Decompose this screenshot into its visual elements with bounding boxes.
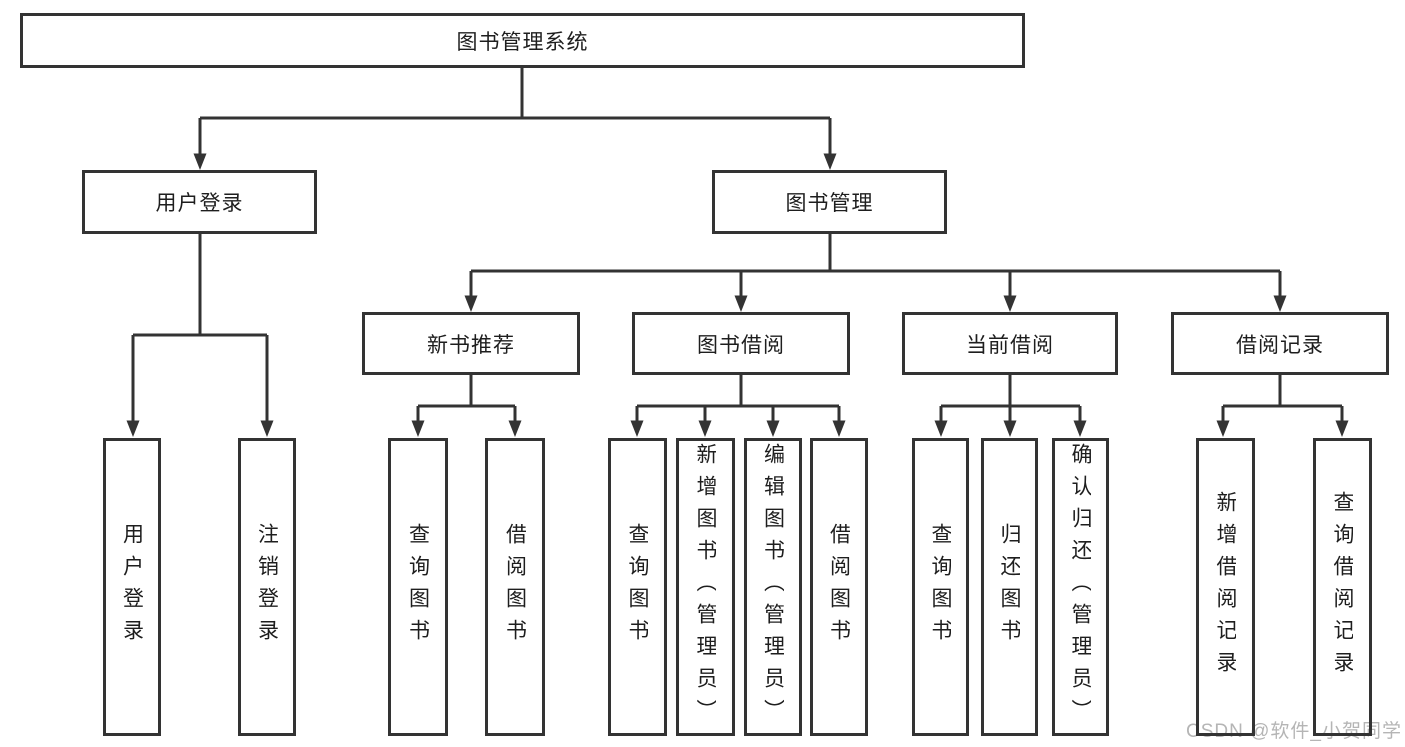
leaf-query-books-borrow-label: 查询图书 — [627, 523, 648, 651]
leaf-query-borrow-record-label: 查询借阅记录 — [1332, 491, 1353, 683]
arrowhead — [1335, 420, 1349, 437]
leaf-borrow-books-recommend-label: 借阅图书 — [504, 523, 526, 651]
arrowhead — [734, 295, 748, 312]
arrowhead — [193, 153, 207, 170]
arrowhead — [1003, 420, 1017, 437]
leaf-borrow-books-recommend: 借阅图书 — [485, 438, 545, 736]
leaf-query-books-current-label: 查询图书 — [930, 523, 951, 651]
node-new-book-recommend: 新书推荐 — [362, 312, 580, 375]
node-user-login: 用户登录 — [82, 170, 317, 234]
leaf-user-login-label: 用户登录 — [121, 523, 143, 651]
leaf-query-books-borrow: 查询图书 — [608, 438, 667, 736]
node-book-management-label: 图书管理 — [785, 192, 874, 215]
leaf-add-borrow-record-label: 新增借阅记录 — [1215, 491, 1236, 683]
leaf-add-book-admin: 新增图书（管理员） — [676, 438, 735, 736]
leaf-query-books-recommend: 查询图书 — [388, 438, 448, 736]
leaf-user-login: 用户登录 — [103, 438, 161, 736]
arrowhead — [823, 153, 837, 170]
arrowhead — [630, 420, 644, 437]
node-book-management: 图书管理 — [712, 170, 947, 234]
arrowhead — [508, 420, 522, 437]
arrowhead — [126, 420, 140, 437]
arrowhead — [464, 295, 478, 312]
arrowhead — [1073, 420, 1087, 437]
node-book-borrow-label: 图书借阅 — [697, 333, 785, 357]
arrowhead — [1216, 420, 1230, 437]
arrowhead — [260, 420, 274, 437]
arrowhead — [1273, 295, 1287, 312]
arrowhead — [766, 420, 780, 437]
arrowhead — [1003, 295, 1017, 312]
node-user-login-label: 用户登录 — [155, 192, 244, 215]
leaf-logout: 注销登录 — [238, 438, 296, 736]
leaf-borrow-books: 借阅图书 — [810, 438, 868, 736]
arrowhead — [411, 420, 425, 437]
leaf-query-books-current: 查询图书 — [912, 438, 969, 736]
leaf-edit-book-admin: 编辑图书（管理员） — [744, 438, 802, 736]
leaf-add-book-admin-label: 新增图书（管理员） — [695, 443, 716, 731]
node-book-borrow: 图书借阅 — [632, 312, 850, 375]
leaf-return-book-label: 归还图书 — [999, 523, 1020, 651]
arrowhead — [934, 420, 948, 437]
leaf-borrow-books-label: 借阅图书 — [828, 523, 850, 651]
leaf-return-book: 归还图书 — [981, 438, 1038, 736]
node-borrow-records-label: 借阅记录 — [1236, 333, 1324, 357]
leaf-edit-book-admin-label: 编辑图书（管理员） — [762, 443, 784, 731]
leaf-confirm-return-admin-label: 确认归还（管理员） — [1070, 443, 1091, 731]
arrowhead — [832, 420, 846, 437]
arrowhead — [698, 420, 712, 437]
leaf-add-borrow-record: 新增借阅记录 — [1196, 438, 1255, 736]
csdn-watermark: CSDN @软件_小贺同学 — [1186, 721, 1402, 742]
node-borrow-records: 借阅记录 — [1171, 312, 1389, 375]
node-new-book-recommend-label: 新书推荐 — [427, 333, 515, 357]
node-current-borrow: 当前借阅 — [902, 312, 1118, 375]
leaf-logout-label: 注销登录 — [256, 523, 278, 651]
node-root-system: 图书管理系统 — [20, 13, 1025, 68]
node-current-borrow-label: 当前借阅 — [966, 333, 1054, 357]
leaf-query-books-recommend-label: 查询图书 — [407, 523, 429, 651]
node-root-system-label: 图书管理系统 — [456, 30, 589, 54]
leaf-confirm-return-admin: 确认归还（管理员） — [1052, 438, 1109, 736]
leaf-query-borrow-record: 查询借阅记录 — [1313, 438, 1372, 736]
